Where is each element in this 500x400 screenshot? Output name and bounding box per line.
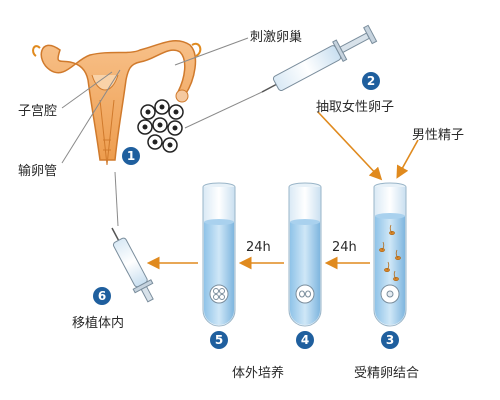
uterus-illustration	[32, 40, 202, 166]
step-badge-1: 1	[122, 147, 140, 165]
label-fallopian-tube: 输卵管	[18, 164, 58, 179]
label-fertilization: 受精卵结合	[354, 366, 420, 381]
syringe-transfer	[111, 227, 154, 303]
step-badge-3: 3	[381, 331, 399, 349]
flow-arrows	[146, 111, 419, 270]
test-tube-culture-day1	[288, 182, 322, 327]
duration-label-b: 24h	[332, 240, 357, 255]
leader-lines	[61, 37, 263, 227]
ovary-egg-cluster	[137, 89, 189, 153]
step-badge-2: 2	[362, 72, 380, 90]
label-uterine-cavity: 子宫腔	[18, 104, 58, 119]
step-badge-4: 4	[296, 331, 314, 349]
step-badge-5: 5	[210, 331, 228, 349]
duration-label-a: 24h	[246, 240, 271, 255]
test-tube-fertilization	[373, 182, 407, 327]
label-transfer: 移植体内	[72, 316, 125, 331]
label-retrieve-eggs: 抽取女性卵子	[316, 100, 395, 115]
label-male-sperm: 男性精子	[412, 128, 465, 143]
test-tube-culture-day2	[202, 182, 236, 327]
label-stimulate-ovary: 刺激卵巢	[250, 30, 303, 45]
label-culture: 体外培养	[232, 366, 285, 381]
syringe-retrieve	[261, 24, 378, 93]
step-badge-6: 6	[93, 287, 111, 305]
